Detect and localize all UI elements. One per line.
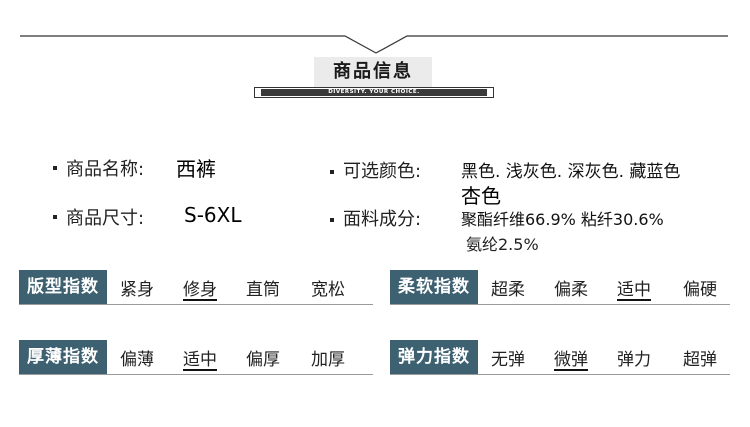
thickness-selected-marker — [183, 369, 217, 371]
elasticity-option-3: 弹力 — [617, 350, 651, 370]
product-colors-value: 黑色. 浅灰色. 深灰色. 藏蓝色 — [461, 162, 681, 182]
bullet-icon — [53, 166, 57, 170]
thickness-option-2: 适中 — [183, 350, 217, 370]
product-size-value: S-6XL — [184, 203, 242, 227]
thickness-index-label: 厚薄指数 — [19, 340, 107, 374]
softness-option-3: 适中 — [617, 280, 651, 300]
thickness-option-3: 偏厚 — [246, 350, 280, 370]
product-fabric-label: 面料成分: — [343, 205, 421, 231]
softness-option-4: 偏硬 — [683, 280, 717, 300]
softness-option-1: 超柔 — [491, 280, 525, 300]
fit-option-3: 直筒 — [246, 280, 280, 300]
thickness-option-1: 偏薄 — [120, 350, 154, 370]
bullet-icon — [330, 170, 334, 174]
product-fabric-label-text: 面料成分: — [343, 209, 422, 230]
product-fabric-value-2: 氨纶2.5% — [466, 235, 539, 254]
section-subtitle-box: DIVERSITY. YOUR CHOICE. — [254, 87, 494, 98]
product-name-label: 商品名称: — [66, 155, 144, 181]
product-name-value: 西裤 — [176, 157, 216, 181]
fit-selected-marker — [183, 299, 217, 301]
product-size-label-text: 商品尺寸: — [66, 208, 145, 229]
product-name-label-text: 商品名称: — [66, 159, 145, 180]
softness-index-label: 柔软指数 — [390, 270, 478, 304]
section-title: 商品信息 — [314, 57, 432, 87]
softness-index-baseline — [390, 304, 730, 305]
bullet-icon — [53, 215, 57, 219]
fit-option-1: 紧身 — [120, 280, 154, 300]
elasticity-option-4: 超弹 — [683, 350, 717, 370]
product-colors-label: 可选颜色: — [343, 157, 421, 183]
elasticity-option-2: 微弹 — [554, 350, 588, 370]
fit-index-label: 版型指数 — [19, 270, 107, 304]
product-fabric-value: 聚酯纤维66.9% 粘纤30.6% — [461, 210, 664, 229]
elasticity-option-1: 无弹 — [491, 350, 525, 370]
product-colors-extra: 杏色 — [461, 184, 501, 208]
fit-index-baseline — [19, 304, 373, 305]
product-colors-label-text: 可选颜色: — [343, 161, 422, 182]
thickness-index-baseline — [19, 374, 373, 375]
product-size-label: 商品尺寸: — [66, 204, 144, 230]
elasticity-selected-marker — [554, 369, 588, 371]
section-subtitle: DIVERSITY. YOUR CHOICE. — [261, 89, 487, 96]
fit-option-2: 修身 — [183, 280, 217, 300]
elasticity-index-label: 弹力指数 — [390, 340, 478, 374]
fit-option-4: 宽松 — [311, 280, 345, 300]
elasticity-index-baseline — [390, 374, 730, 375]
softness-selected-marker — [617, 299, 651, 301]
bullet-icon — [330, 218, 334, 222]
thickness-option-4: 加厚 — [311, 350, 345, 370]
softness-option-2: 偏柔 — [554, 280, 588, 300]
header-divider-line — [20, 35, 728, 54]
